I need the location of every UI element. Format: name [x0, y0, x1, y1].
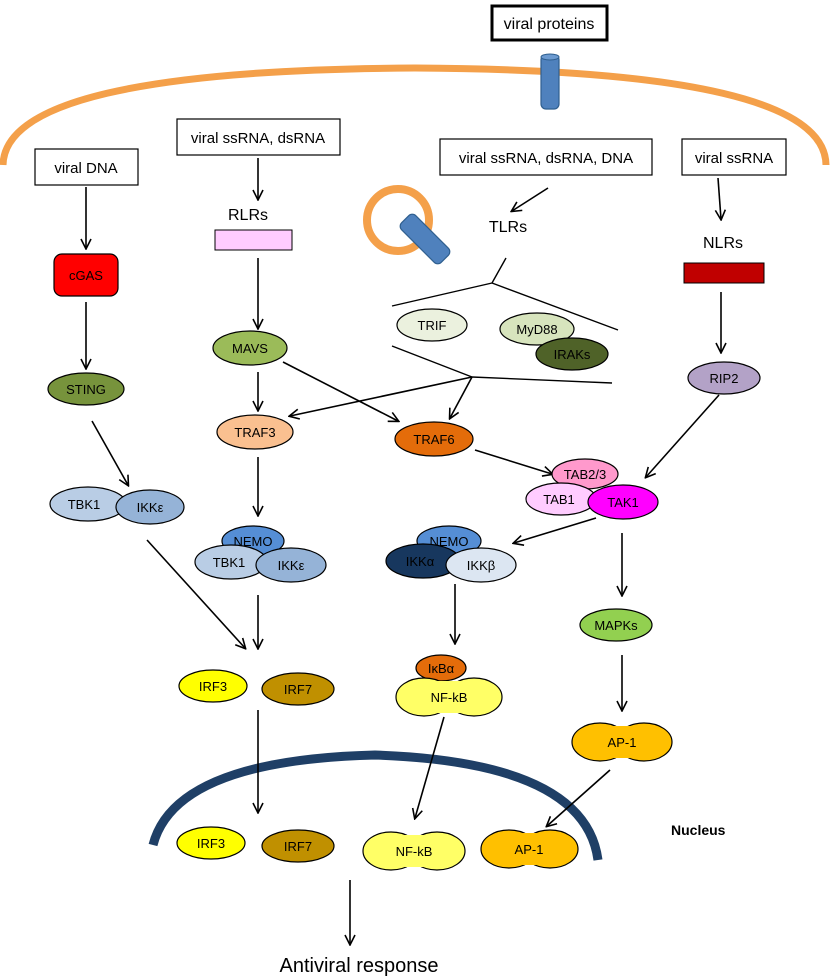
endosomal-receptor-icon	[399, 213, 451, 265]
ap1-label: AP-1	[515, 842, 544, 857]
endosome	[363, 185, 433, 255]
viral-ssrna-dsrna-label: viral ssRNA, dsRNA	[191, 130, 325, 147]
nf-kb-label: NF-kB	[396, 844, 433, 859]
nuclear-membrane	[148, 750, 603, 861]
irf3-cytoplasm-node: IRF3	[178, 669, 248, 703]
irf7-nucleus-node: IRF7	[261, 829, 335, 863]
cgas-node: cGAS	[53, 253, 119, 297]
viral-ssrna-dsrna-dna-label: viral ssRNA, dsRNA, DNA	[459, 150, 633, 167]
trif-node: TRIF	[396, 308, 468, 342]
tak1-complex: TAB2/3 TAB1 TAK1	[525, 458, 659, 520]
viral-dna-label: viral DNA	[54, 160, 117, 177]
ikk-alpha-label: IKKα	[406, 554, 435, 569]
rip2-label: RIP2	[710, 371, 739, 386]
irf7-label: IRF7	[284, 682, 312, 697]
ikk-epsilon-label: IKKε	[278, 558, 305, 573]
tbk1-ikk-epsilon-complex: TBK1 IKKε	[49, 486, 185, 525]
tbk1-label: TBK1	[213, 555, 246, 570]
viral-ssrna-dsrna-dna-box: viral ssRNA, dsRNA, DNA	[439, 138, 653, 176]
tbk1-ikk-epsilon-nemo-complex: NEMO TBK1 IKKε	[194, 525, 327, 583]
tbk1-label: TBK1	[68, 497, 101, 512]
ap1-cytoplasm-node: AP-1	[571, 722, 673, 762]
ikb-nf-kb-complex: IκBα NF-kB	[395, 654, 503, 717]
nf-kb-label: NF-kB	[431, 690, 468, 705]
tak1-label: TAK1	[607, 495, 639, 510]
nlrs-bar	[683, 262, 765, 284]
irf7-cytoplasm-node: IRF7	[261, 672, 335, 706]
traf6-label: TRAF6	[413, 432, 454, 447]
tab2-3-label: TAB2/3	[564, 467, 606, 482]
ap1-label: AP-1	[608, 735, 637, 750]
antiviral-response-label: Antiviral response	[280, 955, 439, 977]
viral-dna-box: viral DNA	[34, 148, 139, 186]
pathway-arrows	[86, 158, 721, 944]
ikk-complex: NEMO IKKα IKKβ	[385, 525, 517, 583]
rlrs-bar	[214, 229, 293, 251]
myd88-label: MyD88	[516, 322, 557, 337]
rip2-node: RIP2	[687, 361, 761, 395]
viral-proteins-label: viral proteins	[504, 16, 595, 33]
membrane-receptor-icon	[540, 53, 560, 110]
irf3-label: IRF3	[199, 679, 227, 694]
nucleus-label: Nucleus	[671, 822, 726, 838]
cgas-label: cGAS	[69, 268, 103, 283]
mapks-node: MAPKs	[579, 608, 653, 642]
ap1-nucleus-node: AP-1	[480, 829, 579, 869]
mavs-node: MAVS	[212, 330, 288, 366]
viral-ssrna-box: viral ssRNA	[681, 138, 787, 176]
tlrs-label: TLRs	[489, 219, 527, 236]
tlr-adaptor-lines	[391, 257, 619, 384]
viral-proteins-box: viral proteins	[490, 4, 609, 42]
ikk-beta-label: IKKβ	[467, 558, 495, 573]
sting-label: STING	[66, 382, 106, 397]
nemo-label: NEMO	[234, 534, 273, 549]
trif-label: TRIF	[418, 318, 447, 333]
nlrs-label: NLRs	[703, 235, 743, 252]
viral-ssrna-dsrna-box: viral ssRNA, dsRNA	[176, 118, 341, 156]
sting-node: STING	[47, 372, 125, 406]
ikk-epsilon-label: IKKε	[137, 500, 164, 515]
traf6-node: TRAF6	[394, 421, 474, 457]
nf-kb-nucleus-node: NF-kB	[362, 831, 466, 871]
traf3-label: TRAF3	[234, 425, 275, 440]
iraks-label: IRAKs	[554, 347, 591, 362]
tab1-label: TAB1	[543, 492, 575, 507]
mapks-label: MAPKs	[594, 618, 638, 633]
viral-ssrna-label: viral ssRNA	[695, 150, 773, 167]
myd88-iraks-complex: MyD88 IRAKs	[499, 312, 609, 371]
rlrs-label: RLRs	[228, 207, 268, 224]
irf7-label: IRF7	[284, 839, 312, 854]
mavs-label: MAVS	[232, 341, 268, 356]
cell-membrane	[0, 64, 830, 166]
ikb-alpha-label: IκBα	[428, 661, 455, 676]
irf3-label: IRF3	[197, 836, 225, 851]
irf3-nucleus-node: IRF3	[176, 826, 246, 860]
traf3-node: TRAF3	[216, 414, 294, 450]
